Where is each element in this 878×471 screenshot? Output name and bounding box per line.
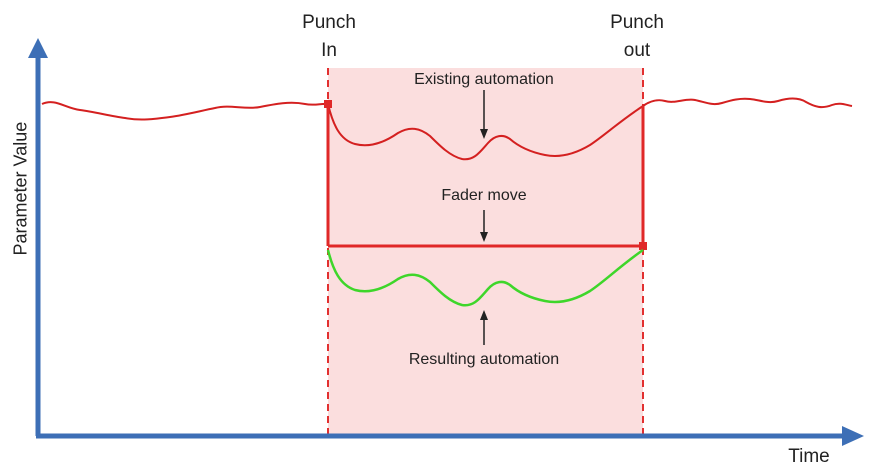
resulting-arrow [480, 310, 488, 345]
existing-automation-right [642, 97, 853, 109]
punch-region [328, 68, 643, 434]
punch-in-label-line1: Punch [302, 12, 356, 33]
punch-out-marker [639, 242, 647, 250]
existing-automation-left [41, 101, 329, 121]
existing-automation-inside [327, 103, 644, 161]
y-axis-label: Parameter Value [10, 121, 31, 256]
x-axis-label: Time [788, 446, 830, 467]
punch-out-label-line2: out [623, 40, 651, 61]
y-axis-arrowhead [28, 38, 48, 58]
punch-out-label-line1: Punch [610, 12, 664, 33]
resulting-automation-curve [326, 248, 644, 307]
punch-in-marker [324, 100, 332, 108]
fader-move-label: Fader move [441, 187, 527, 204]
x-axis-arrowhead [842, 426, 864, 446]
fader-arrow [480, 210, 488, 242]
existing-automation-label: Existing automation [414, 71, 554, 88]
resulting-automation-label: Resulting automation [408, 351, 560, 368]
punch-in-label-line2: In [321, 40, 337, 61]
existing-arrow [480, 90, 488, 139]
